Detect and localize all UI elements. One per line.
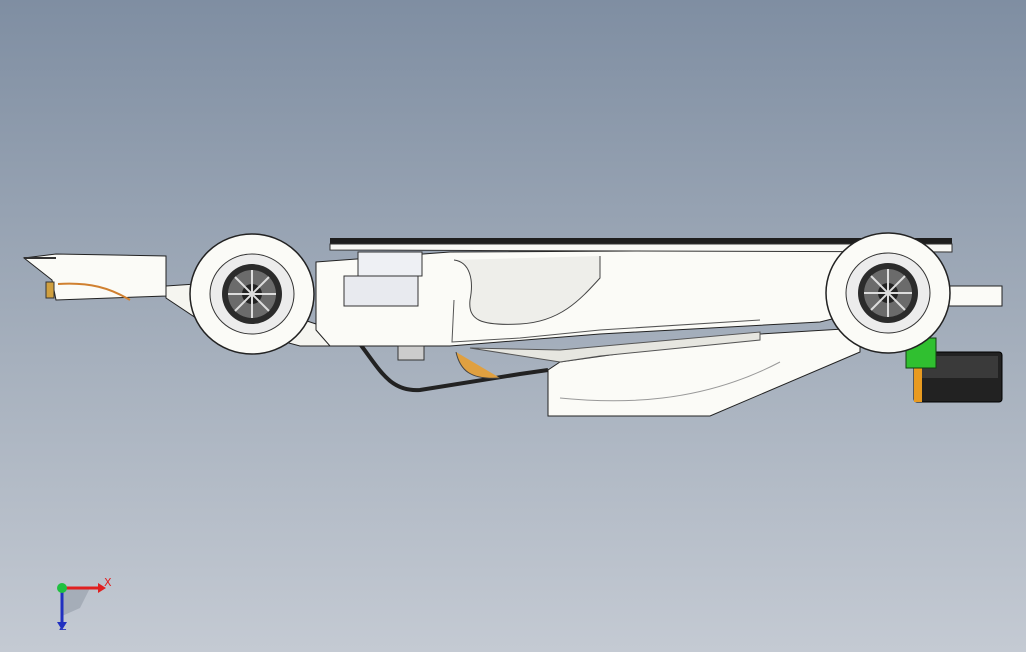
reference-triad: X Z [40,568,130,638]
floor-body [469,327,861,417]
hose [358,342,549,393]
chassis [315,249,861,361]
rear-impact-structure [905,337,1003,403]
x-axis-label: X [104,576,112,589]
rear-wheel [825,232,951,354]
engine-cover [329,238,953,253]
exhaust-part [455,351,501,379]
front-wing [22,253,167,301]
z-axis-label: Z [59,620,67,633]
front-wheel [189,233,315,355]
triad-axes-icon [57,583,106,630]
